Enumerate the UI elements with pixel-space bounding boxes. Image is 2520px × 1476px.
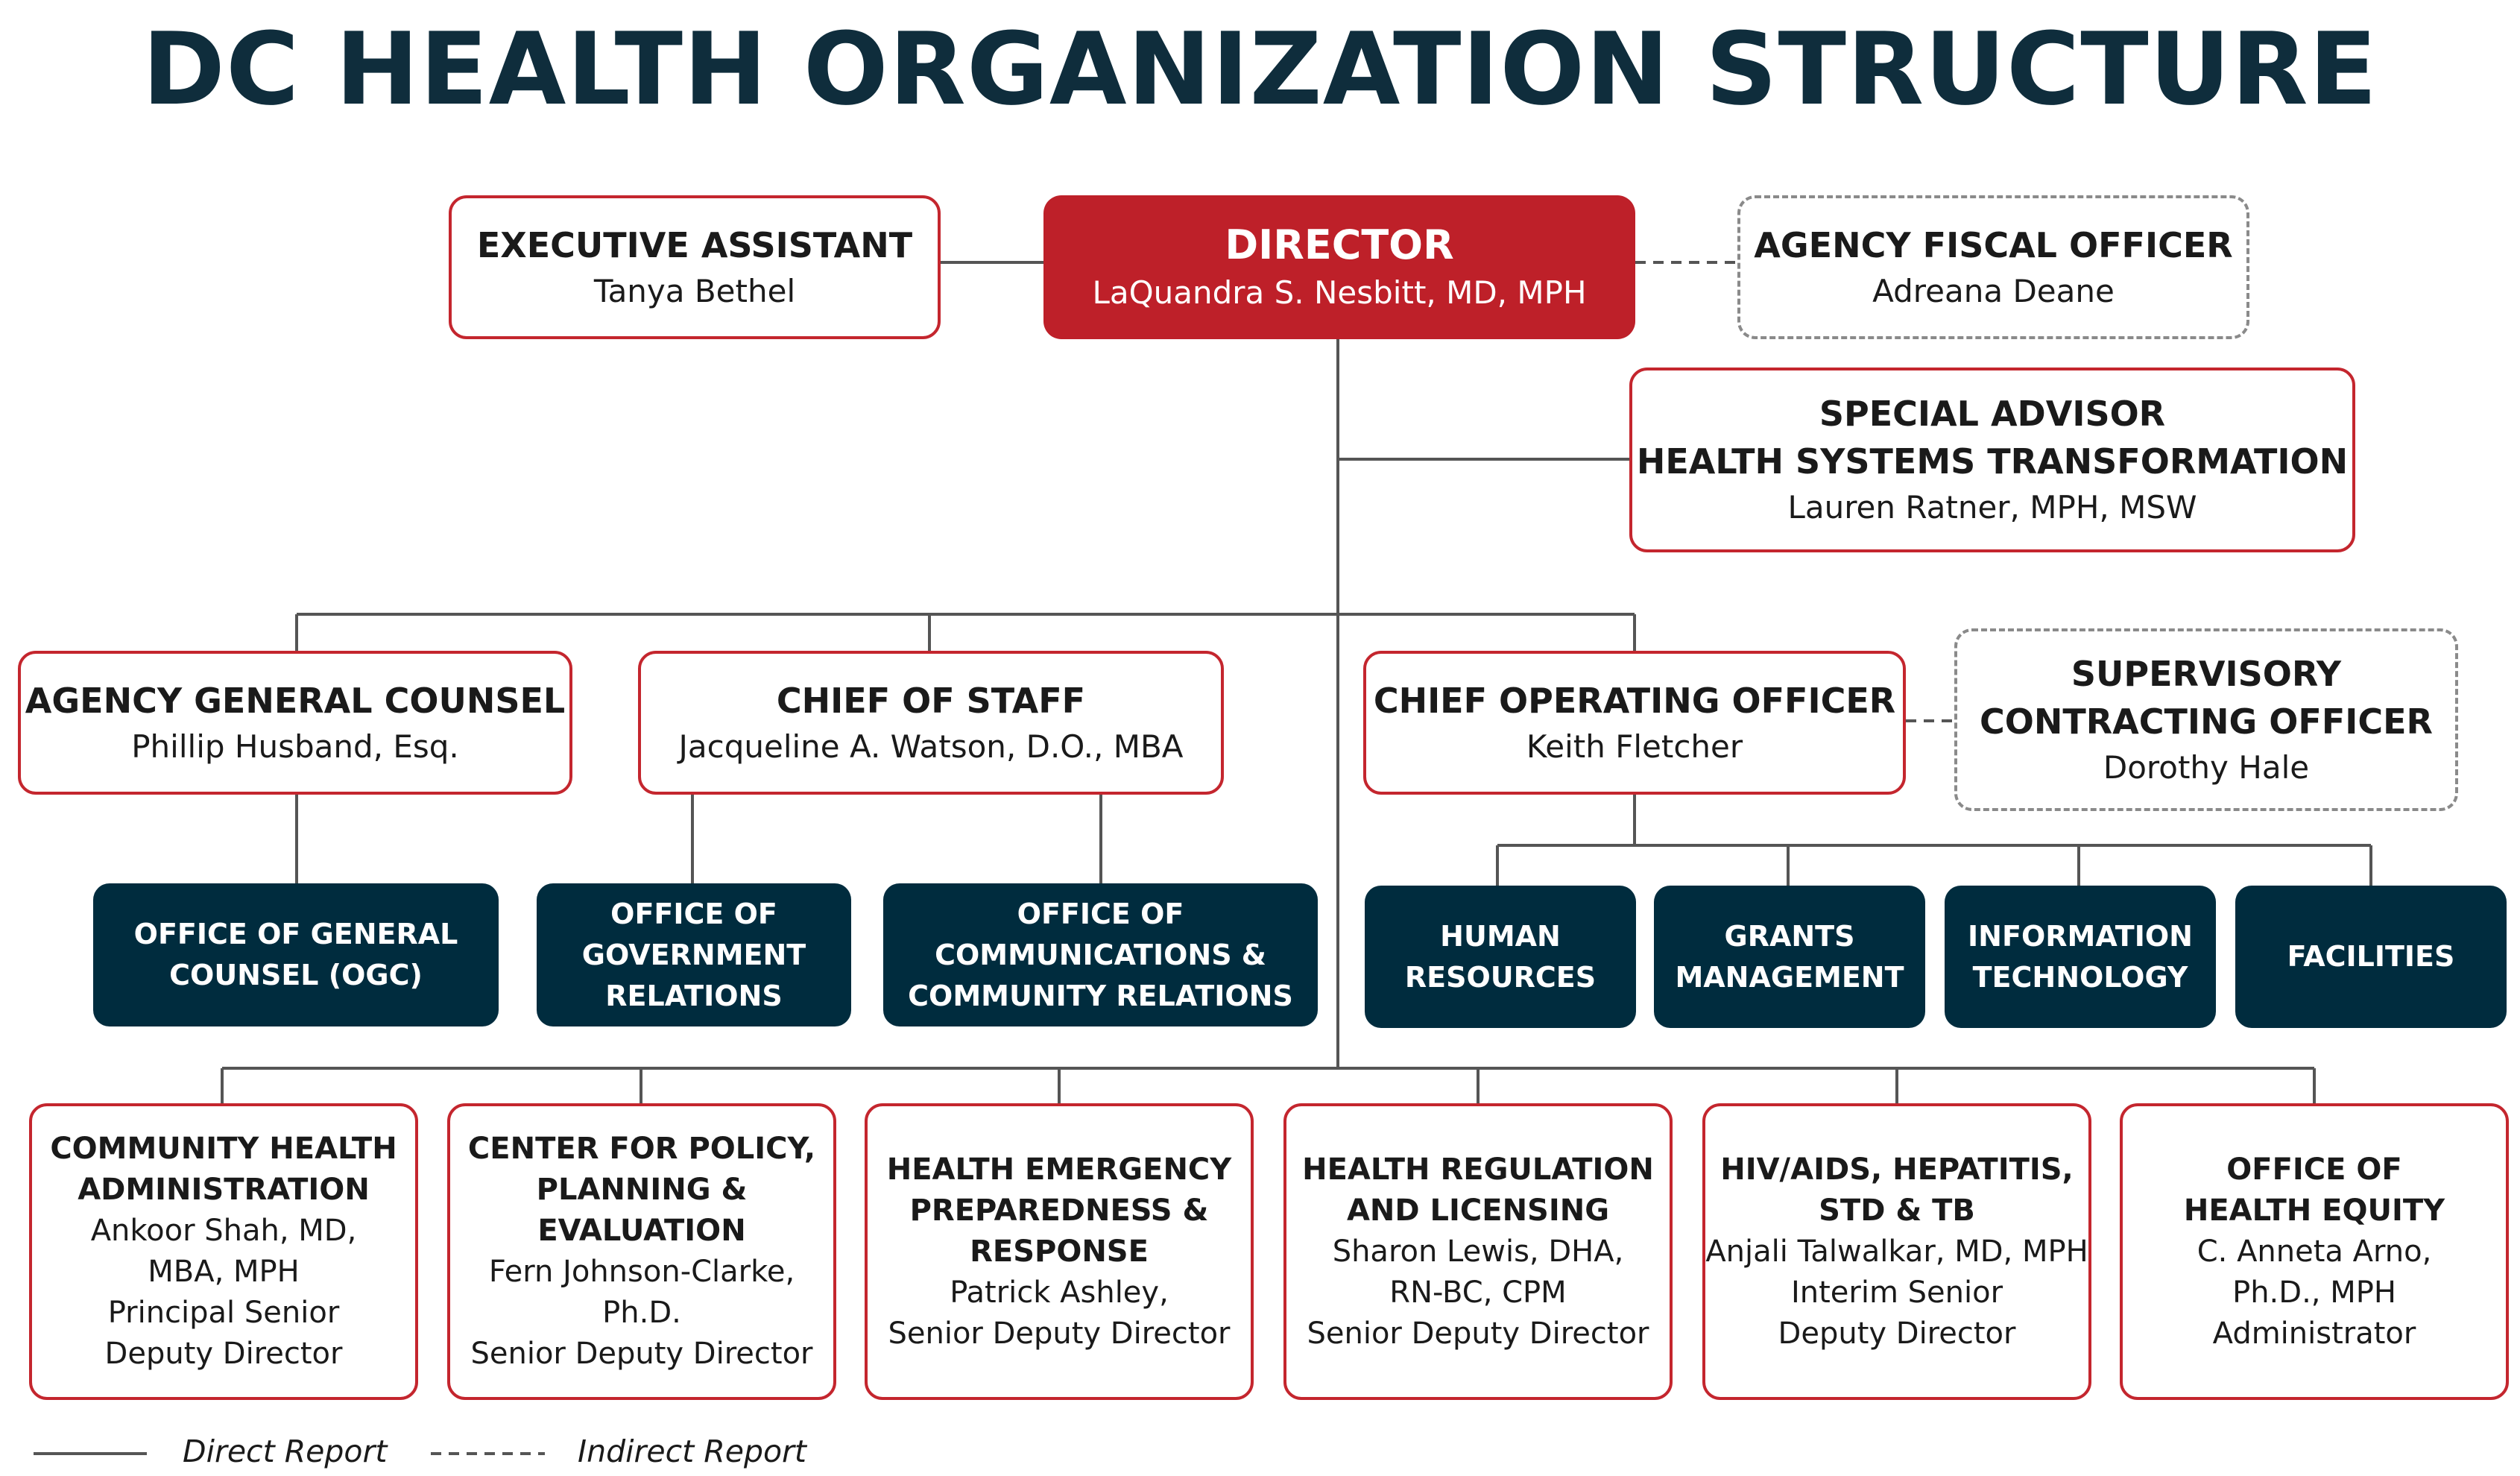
coo-name: Keith Fletcher: [1526, 728, 1743, 765]
director-name: LaQuandra S. Nesbitt, MD, MPH: [1092, 274, 1587, 311]
fiscal-officer-name: Adreana Deane: [1872, 272, 2115, 309]
box-title-line: HEALTH REGULATION: [1302, 1152, 1654, 1187]
box-title-line: ADMINISTRATION: [78, 1173, 370, 1207]
office-government-relations: OFFICE OF GOVERNMENT RELATIONS: [537, 883, 851, 1026]
box-detail-line: Senior Deputy Director: [470, 1337, 813, 1371]
box-title-line: RESPONSE: [970, 1234, 1149, 1269]
office-label-line: OFFICE OF: [610, 897, 777, 930]
chief-of-staff-box: CHIEF OF STAFF Jacqueline A. Watson, D.O…: [638, 651, 1224, 795]
box-title-line: AND LICENSING: [1346, 1193, 1610, 1228]
chief-of-staff-title: CHIEF OF STAFF: [776, 680, 1086, 721]
policy-planning-box: CENTER FOR POLICY, PLANNING & EVALUATION…: [447, 1103, 836, 1400]
box-detail-line: Ankoor Shah, MD,: [90, 1214, 357, 1248]
health-regulation-box: HEALTH REGULATION AND LICENSING Sharon L…: [1283, 1103, 1673, 1400]
chief-of-staff-name: Jacqueline A. Watson, D.O., MBA: [678, 728, 1184, 765]
office-label-line: OFFICE OF GENERAL: [133, 918, 458, 950]
executive-assistant-title: EXECUTIVE ASSISTANT: [476, 224, 913, 265]
director-title: DIRECTOR: [1225, 221, 1454, 268]
box-detail-line: MBA, MPH: [148, 1255, 300, 1289]
box-detail-line: Patrick Ashley,: [950, 1275, 1169, 1310]
box-detail-line: Senior Deputy Director: [888, 1316, 1231, 1351]
general-counsel-title: AGENCY GENERAL COUNSEL: [25, 680, 566, 721]
coo-box: CHIEF OPERATING OFFICER Keith Fletcher: [1363, 651, 1906, 795]
office-label-line: MANAGEMENT: [1675, 960, 1904, 994]
health-equity-box: OFFICE OF HEALTH EQUITY C. Anneta Arno, …: [2120, 1103, 2509, 1400]
contracting-officer-name: Dorothy Hale: [2103, 748, 2310, 786]
fiscal-officer-title: AGENCY FISCAL OFFICER: [1754, 224, 2233, 265]
community-health-box: COMMUNITY HEALTH ADMINISTRATION Ankoor S…: [29, 1103, 418, 1400]
contracting-officer-subtitle: CONTRACTING OFFICER: [1980, 701, 2433, 742]
office-label-line: RESOURCES: [1404, 960, 1597, 994]
office-grants-management: GRANTS MANAGEMENT: [1654, 886, 1925, 1028]
legend-direct-report: Direct Report: [183, 1434, 388, 1469]
office-human-resources: HUMAN RESOURCES: [1365, 886, 1636, 1028]
office-label-line: RELATIONS: [605, 979, 783, 1012]
box-title-line: PLANNING &: [536, 1173, 748, 1207]
box-title-line: HEALTH EMERGENCY: [886, 1152, 1232, 1187]
office-label-line: GOVERNMENT: [581, 938, 806, 971]
box-title-line: CENTER FOR POLICY,: [467, 1132, 816, 1166]
box-detail-line: Ph.D.: [602, 1296, 681, 1330]
special-advisor-name: Lauren Ratner, MPH, MSW: [1787, 489, 2197, 526]
box-detail-line: Deputy Director: [1778, 1316, 2016, 1351]
office-label-line: COMMUNICATIONS &: [935, 938, 1266, 971]
box-detail-line: Administrator: [2212, 1316, 2416, 1351]
box-title-line: PREPAREDNESS &: [909, 1193, 1209, 1228]
office-facilities: FACILITIES: [2235, 886, 2507, 1028]
office-label-line: OFFICE OF: [1017, 897, 1184, 930]
box-detail-line: Sharon Lewis, DHA,: [1332, 1234, 1624, 1269]
box-detail-line: Principal Senior: [107, 1296, 340, 1330]
general-counsel-name: Phillip Husband, Esq.: [131, 728, 459, 765]
box-detail-line: Ph.D., MPH: [2232, 1275, 2396, 1310]
coo-title: CHIEF OPERATING OFFICER: [1373, 680, 1896, 721]
office-communications: OFFICE OF COMMUNICATIONS & COMMUNITY REL…: [883, 883, 1318, 1026]
hiv-aids-box: HIV/AIDS, HEPATITIS, STD & TB Anjali Tal…: [1702, 1103, 2091, 1400]
special-advisor-subtitle: HEALTH SYSTEMS TRANSFORMATION: [1636, 441, 2349, 482]
page-title: DC HEALTH ORGANIZATION STRUCTURE: [142, 11, 2378, 127]
contracting-officer-title: SUPERVISORY: [2071, 653, 2342, 694]
general-counsel-box: AGENCY GENERAL COUNSEL Phillip Husband, …: [18, 651, 572, 795]
office-label-line: INFORMATION: [1968, 919, 2193, 953]
executive-assistant-name: Tanya Bethel: [593, 272, 796, 309]
legend-indirect-report: Indirect Report: [578, 1434, 806, 1469]
box-title-line: EVALUATION: [537, 1214, 746, 1248]
office-label-line: COMMUNITY RELATIONS: [908, 979, 1293, 1012]
box-title-line: STD & TB: [1819, 1193, 1975, 1228]
box-detail-line: Anjali Talwalkar, MD, MPH: [1705, 1234, 2088, 1269]
box-title-line: COMMUNITY HEALTH: [50, 1132, 397, 1166]
office-general-counsel: OFFICE OF GENERAL COUNSEL (OGC): [93, 883, 499, 1026]
office-label-line: TECHNOLOGY: [1972, 960, 2188, 994]
office-label-line: HUMAN: [1440, 919, 1561, 953]
office-label-line: FACILITIES: [2287, 940, 2455, 973]
box-title-line: OFFICE OF: [2226, 1152, 2402, 1187]
box-title-line: HIV/AIDS, HEPATITIS,: [1720, 1152, 2074, 1187]
executive-assistant-box: EXECUTIVE ASSISTANT Tanya Bethel: [449, 195, 941, 339]
office-information-technology: INFORMATION TECHNOLOGY: [1945, 886, 2216, 1028]
box-detail-line: RN-BC, CPM: [1389, 1275, 1567, 1310]
director-box: DIRECTOR LaQuandra S. Nesbitt, MD, MPH: [1043, 195, 1635, 339]
office-label-line: GRANTS: [1724, 919, 1855, 953]
box-title-line: HEALTH EQUITY: [2183, 1193, 2445, 1228]
box-detail-line: Interim Senior: [1790, 1275, 2003, 1310]
box-detail-line: C. Anneta Arno,: [2197, 1234, 2432, 1269]
box-detail-line: Senior Deputy Director: [1307, 1316, 1649, 1351]
box-detail-line: Fern Johnson-Clarke,: [488, 1255, 795, 1289]
special-advisor-title: SPECIAL ADVISOR: [1819, 394, 2166, 434]
special-advisor-box: SPECIAL ADVISOR HEALTH SYSTEMS TRANSFORM…: [1629, 368, 2355, 552]
box-detail-line: Deputy Director: [104, 1337, 343, 1371]
contracting-officer-box: SUPERVISORY CONTRACTING OFFICER Dorothy …: [1954, 628, 2458, 811]
emergency-preparedness-box: HEALTH EMERGENCY PREPAREDNESS & RESPONSE…: [865, 1103, 1254, 1400]
office-label-line: COUNSEL (OGC): [169, 959, 423, 991]
fiscal-officer-box: AGENCY FISCAL OFFICER Adreana Deane: [1737, 195, 2249, 339]
